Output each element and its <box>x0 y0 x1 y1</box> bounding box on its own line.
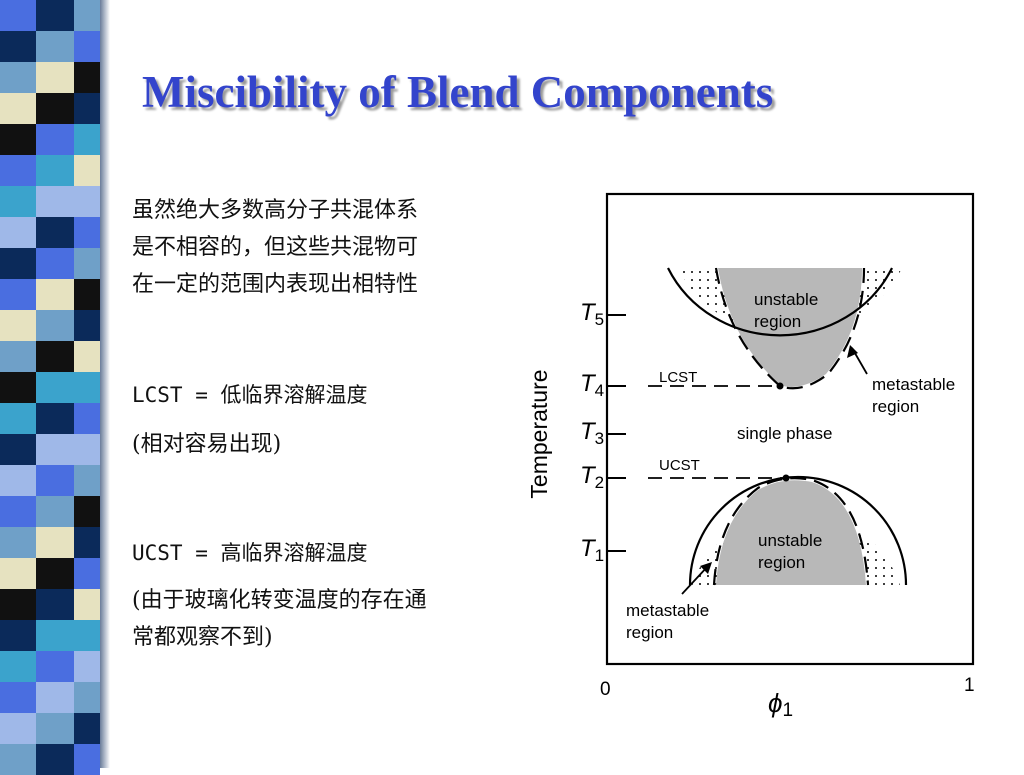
y-axis-label: Temperature <box>526 369 552 498</box>
ucst-definition: UCST = 高临界溶解温度 <box>132 541 368 565</box>
lcst-definition: LCST = 低临界溶解温度 <box>132 383 368 407</box>
single-phase-label: single phase <box>737 424 832 443</box>
upper-unstable-region <box>718 268 862 387</box>
tick-label-t4: T4 <box>580 370 604 400</box>
lcst-critical-point <box>776 382 784 390</box>
lower-binodal-curve <box>688 475 908 586</box>
lower-metastable-arrow <box>681 565 709 595</box>
temperature-ticks <box>607 314 626 552</box>
ucst-note-line: 常都观察不到) <box>132 625 273 650</box>
x-axis-label: ϕ1 <box>768 688 793 720</box>
tick-label-t1: T1 <box>580 535 604 565</box>
ucst-label: UCST <box>659 457 700 474</box>
intro-line: 在一定的范围内表现出相特性 <box>132 272 419 297</box>
tick-label-t2: T2 <box>580 462 604 492</box>
upper-metastable-arrowhead <box>847 345 858 358</box>
ucst-note-line: (由于玻璃化转变温度的存在通 <box>132 588 427 613</box>
intro-line: 虽然绝大多数高分子共混体系 <box>132 198 419 223</box>
intro-line: 是不相容的，但这些共混物可 <box>132 235 419 260</box>
lcst-note: (相对容易出现) <box>132 432 282 457</box>
decorative-color-stripe <box>0 0 110 775</box>
x-tick-1: 1 <box>964 675 975 696</box>
lower-unstable-region <box>716 480 866 585</box>
upper-binodal-curve <box>667 267 893 337</box>
lcst-label: LCST <box>659 369 697 386</box>
lower-metastable-arrowhead <box>700 562 712 574</box>
tick-label-t5: T5 <box>580 299 604 329</box>
upper-spinodal-curve <box>714 267 866 390</box>
slide-title: Miscibility of Blend Components <box>142 67 774 117</box>
tick-label-t3: T3 <box>580 418 604 448</box>
x-tick-0: 0 <box>600 679 611 700</box>
slide-body-text: 虽然绝大多数高分子共混体系 是不相容的，但这些共混物可 在一定的范围内表现出相特… <box>132 192 527 656</box>
lower-spinodal-curve <box>712 477 870 586</box>
phase-diagram: T5 T4 T3 T2 T1 Temperature 0 1 ϕ1 unstab… <box>526 192 975 720</box>
ucst-critical-point <box>782 474 790 482</box>
